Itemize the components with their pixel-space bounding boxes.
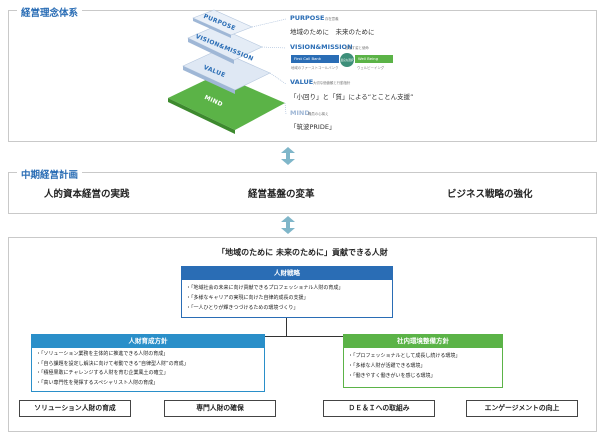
connector-vertical (286, 318, 287, 336)
strategy-heading: 人財戦略 (182, 267, 392, 280)
strategy-item: ・「地域社会の未来に向け貢献できるプロフェッショナル人財の育成」 (186, 285, 344, 291)
vision-sub: 目指す姿と使命 (345, 46, 369, 50)
purpose-heading: PURPOSE (290, 14, 325, 22)
initiative-engagement: エンゲージメントの向上 (466, 400, 578, 417)
mind-heading: MIND (290, 109, 310, 117)
training-heading: 人財育成方針 (32, 335, 264, 348)
mind-text: 「筑波PRIDE」 (290, 123, 336, 131)
environment-item: ・「プロフェッショナルとして成長し続ける環境」 (348, 353, 461, 359)
well-being-badge: Well Being (355, 55, 393, 63)
well-being-sub: ウェルビーイング (357, 66, 385, 70)
environment-item: ・「働きやすく働きがいを感じる環境」 (348, 373, 436, 379)
training-item: ・「高い専門性を発揮するスペシャリスト人財の育成」 (36, 379, 159, 386)
mind-sub: 職員の心構え (308, 112, 329, 116)
value-heading: VALUE (290, 78, 314, 86)
midterm-panel: 中期経営計画 (8, 167, 597, 214)
first-call-bank-sub: 地域のファーストコールバンク (291, 66, 339, 70)
first-call-bank-badge: First Call Bank (291, 55, 339, 63)
strategy-box: 人財戦略 ・「地域社会の未来に向け貢献できるプロフェッショナル人財の育成」 ・「… (181, 266, 393, 318)
strategy-item: ・「一人ひとりが輝きつづけるための環境づくり」 (186, 305, 299, 311)
training-item: ・「自ら課題を設定し解決に向けて考動できる“自律型人財”の育成」 (36, 360, 189, 367)
environment-box: 社内環境整備方針 ・「プロフェッショナルとして成長し続ける環境」 ・「多様な人財… (343, 334, 503, 388)
training-item: ・「積極果敢にチャレンジする人財を育む企業風土の確立」 (36, 370, 169, 377)
initiative-specialist-talent: 専門人財の確保 (164, 400, 276, 417)
philosophy-title: 経営理念体系 (17, 5, 83, 19)
center-circle (340, 53, 354, 67)
connector-horizontal (265, 336, 343, 337)
purpose-sub: 存在意義 (325, 17, 339, 21)
purpose-text: 地域のために 未来のために (290, 28, 375, 36)
strategy-item: ・「多様なキャリアの実現に向けた自律的成長の支援」 (186, 295, 309, 301)
training-box: 人財育成方針 ・「ソリューション業務を主体的に推進できる人財の育成」 ・「自ら課… (31, 334, 265, 392)
plan-item-human-capital: 人的資本経営の実践 (44, 189, 130, 200)
training-item: ・「ソリューション業務を主体的に推進できる人財の育成」 (36, 351, 169, 357)
philosophy-panel: 経営理念体系 (8, 5, 597, 142)
double-arrow-icon (281, 216, 295, 234)
environment-item: ・「多様な人財が活躍できる環境」 (348, 363, 426, 369)
initiative-solution-talent: ソリューション人財の育成 (19, 400, 131, 417)
environment-heading: 社内環境整備方針 (344, 335, 502, 348)
plan-item-business: ビジネス戦略の強化 (447, 189, 533, 200)
initiative-dei: ＤＥ＆Ｉへの取組み (323, 400, 435, 417)
value-text: 「小回り」と「質」による“とことん支援” (290, 93, 414, 101)
center-text: 最良な選択 (340, 59, 354, 62)
midterm-title: 中期経営計画 (17, 167, 83, 181)
double-arrow-icon (281, 147, 295, 165)
plan-item-foundation: 経営基盤の変革 (248, 189, 315, 200)
value-sub: 大切な価値観と行動指針 (313, 81, 351, 85)
vision-heading: VISION&MISSION (290, 43, 353, 51)
hr-title: 「地域のために 未来のために」貢献できる人財 (217, 248, 388, 257)
